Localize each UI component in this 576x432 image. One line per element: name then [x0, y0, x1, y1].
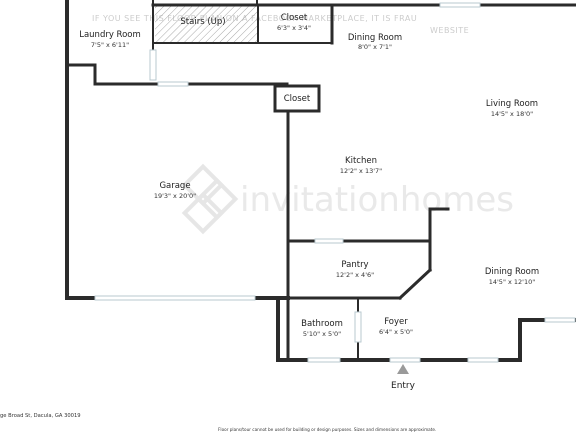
room-name: Laundry Room	[79, 30, 141, 40]
room-bathroom: Bathroom 5'10" x 5'0"	[301, 319, 343, 338]
room-closet-small: Closet	[284, 94, 311, 104]
room-name: Closet	[284, 94, 311, 104]
room-kitchen: Kitchen 12'2" x 13'7"	[340, 156, 382, 175]
room-name: Closet	[281, 13, 308, 23]
logo-text: invitationhomes	[240, 180, 514, 220]
stairs-hatch	[155, 5, 257, 43]
room-dims: 14'5" x 18'0"	[491, 110, 533, 118]
room-dims: 6'3" x 3'4"	[277, 24, 311, 32]
room-dims: 12'2" x 13'7"	[340, 167, 382, 175]
room-dims: 19'3" x 20'0"	[154, 192, 196, 200]
room-dining: Dining Room 14'5" x 12'10"	[485, 267, 539, 286]
room-dims: 12'2" x 4'6"	[336, 271, 374, 279]
logo-watermark: invitationhomes	[181, 163, 514, 235]
logo-icon	[181, 163, 239, 235]
watermark-line2: WEBSITE	[430, 26, 469, 35]
room-dims: 8'0" x 7'1"	[358, 43, 392, 51]
room-garage: Garage 19'3" x 20'0"	[154, 181, 196, 200]
room-name: Dining Room	[348, 33, 402, 43]
room-living: Living Room 14'5" x 18'0"	[486, 99, 538, 118]
room-dims: 6'4" x 5'0"	[379, 328, 413, 336]
room-name: Pantry	[341, 260, 368, 270]
footer-disclaimer: Floor plans/tour cannot be used for buil…	[218, 427, 436, 432]
room-dims: 5'10" x 5'0"	[303, 330, 341, 338]
room-name: Bathroom	[301, 319, 343, 329]
room-foyer: Foyer 6'4" x 5'0"	[379, 317, 413, 336]
entry-label: Entry	[391, 381, 416, 391]
footer-address: ge Broad St, Dacula, GA 30019	[0, 413, 81, 419]
room-dims: 14'5" x 12'10"	[489, 278, 535, 286]
room-stairs: Stairs (Up)	[180, 17, 225, 27]
room-laundry: Laundry Room 7'5" x 6'11"	[79, 30, 141, 49]
room-name: Dining Room	[485, 267, 539, 277]
room-name: Living Room	[486, 99, 538, 109]
room-dims: 7'5" x 6'11"	[91, 41, 129, 49]
room-pantry: Pantry 12'2" x 4'6"	[336, 260, 374, 279]
room-name: Kitchen	[345, 156, 377, 166]
room-name: Stairs (Up)	[180, 17, 225, 27]
room-closet-top: Closet 6'3" x 3'4"	[277, 13, 311, 32]
room-dining-top: Dining Room 8'0" x 7'1"	[348, 33, 402, 51]
windows	[94, 2, 576, 363]
room-name: Foyer	[384, 317, 408, 327]
room-name: Garage	[159, 181, 190, 191]
entry-arrow-icon	[397, 364, 409, 374]
